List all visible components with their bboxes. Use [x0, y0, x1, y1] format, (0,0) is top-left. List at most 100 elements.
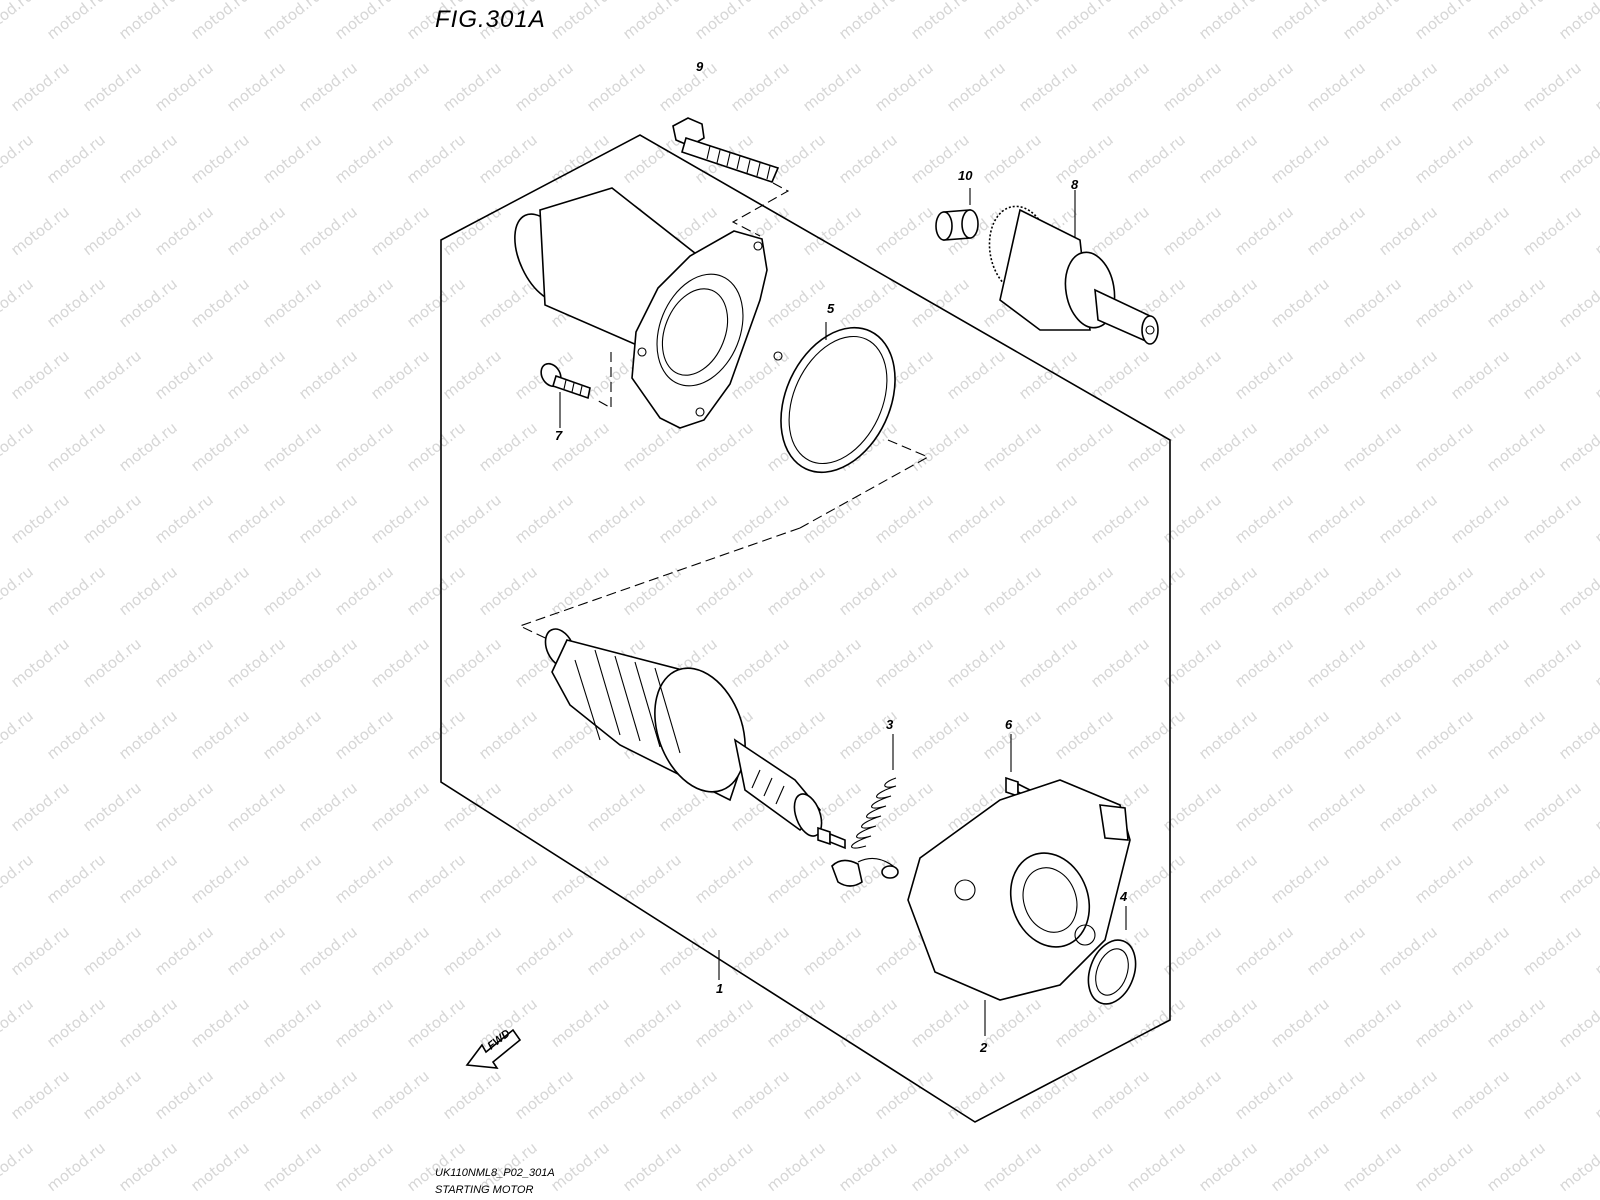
watermark-text: motod.ru — [943, 59, 1008, 116]
callout-1: 1 — [716, 981, 723, 996]
watermark-text: motod.ru — [1555, 563, 1600, 620]
watermark-text: motod.ru — [115, 0, 180, 43]
watermark-text: motod.ru — [295, 347, 360, 404]
watermark-text: motod.ru — [1159, 1067, 1224, 1124]
watermark-text: motod.ru — [295, 1067, 360, 1124]
flange-bolt — [672, 117, 780, 183]
watermark-text: motod.ru — [151, 1067, 216, 1124]
watermark-text: motod.ru — [1483, 563, 1548, 620]
watermark-text: motod.ru — [403, 563, 468, 620]
watermark-text: motod.ru — [115, 563, 180, 620]
watermark-text: motod.ru — [1483, 0, 1548, 43]
watermark-text: motod.ru — [799, 1067, 864, 1124]
leader-lines — [518, 182, 930, 646]
watermark-text: motod.ru — [187, 851, 252, 908]
watermark-text: motod.ru — [79, 59, 144, 116]
watermark-text: motod.ru — [223, 59, 288, 116]
watermark-text: motod.ru — [1267, 0, 1332, 43]
watermark-text: motod.ru — [1447, 635, 1512, 692]
watermark-text: motod.ru — [1375, 635, 1440, 692]
watermark-text: motod.ru — [1195, 563, 1260, 620]
watermark-text: motod.ru — [1195, 707, 1260, 764]
watermark-text: motod.ru — [1519, 59, 1584, 116]
watermark-text: motod.ru — [331, 563, 396, 620]
watermark-text: motod.ru — [1519, 347, 1584, 404]
watermark-text: motod.ru — [1339, 851, 1404, 908]
watermark-text: motod.ru — [907, 707, 972, 764]
watermark-text: motod.ru — [1159, 59, 1224, 116]
watermark-text: motod.ru — [187, 707, 252, 764]
watermark-text: motod.ru — [655, 491, 720, 548]
watermark-text: motod.ru — [1087, 635, 1152, 692]
watermark-text: motod.ru — [655, 1067, 720, 1124]
watermark-text: motod.ru — [1411, 995, 1476, 1052]
watermark-text: motod.ru — [763, 851, 828, 908]
watermark-text: motod.ru — [187, 995, 252, 1052]
watermark-text: motod.ru — [835, 707, 900, 764]
watermark-text: motod.ru — [1591, 635, 1600, 692]
watermark-text: motod.ru — [43, 419, 108, 476]
watermark-text: motod.ru — [403, 851, 468, 908]
callout-7: 7 — [555, 428, 563, 443]
watermark-text: motod.ru — [439, 347, 504, 404]
watermark-text: motod.ru — [295, 59, 360, 116]
watermark-text: motod.ru — [331, 1139, 396, 1196]
watermark-text: motod.ru — [1411, 275, 1476, 332]
watermark-text: motod.ru — [691, 851, 756, 908]
watermark-text: motod.ru — [1411, 851, 1476, 908]
watermark-text: motod.ru — [763, 563, 828, 620]
watermark-text: motod.ru — [835, 1139, 900, 1196]
watermark-text: motod.ru — [619, 851, 684, 908]
watermark-text: motod.ru — [259, 995, 324, 1052]
watermark-text: motod.ru — [1195, 995, 1260, 1052]
o-ring-large — [780, 322, 896, 474]
watermark-text: motod.ru — [403, 419, 468, 476]
watermark-text: motod.ru — [0, 0, 37, 43]
watermark-text: motod.ru — [1591, 1067, 1600, 1124]
watermark-text: motod.ru — [151, 491, 216, 548]
watermark-text: motod.ru — [1375, 347, 1440, 404]
watermark-text: motod.ru — [1519, 923, 1584, 980]
watermark-text: motod.ru — [1555, 0, 1600, 43]
watermark-text: motod.ru — [115, 419, 180, 476]
watermark-text: motod.ru — [151, 203, 216, 260]
watermark-text: motod.ru — [151, 635, 216, 692]
watermark-text: motod.ru — [511, 779, 576, 836]
watermark-text: motod.ru — [1267, 563, 1332, 620]
watermark-text: motod.ru — [115, 707, 180, 764]
watermark-text: motod.ru — [1195, 419, 1260, 476]
motor-yoke — [514, 187, 783, 429]
watermark-text: motod.ru — [1015, 59, 1080, 116]
watermark-text: motod.ru — [403, 707, 468, 764]
watermark-text: motod.ru — [1447, 923, 1512, 980]
watermark-text: motod.ru — [835, 131, 900, 188]
watermark-text: motod.ru — [1555, 131, 1600, 188]
watermark-text: motod.ru — [1483, 1139, 1548, 1196]
watermark-text: motod.ru — [1555, 275, 1600, 332]
watermark-text: motod.ru — [43, 563, 108, 620]
watermark-text: motod.ru — [259, 419, 324, 476]
watermark-text: motod.ru — [43, 851, 108, 908]
watermark-text: motod.ru — [1447, 779, 1512, 836]
watermark-text: motod.ru — [43, 707, 108, 764]
watermark-text: motod.ru — [475, 131, 540, 188]
watermark-text: motod.ru — [367, 923, 432, 980]
watermark-text: motod.ru — [295, 923, 360, 980]
watermark-text: motod.ru — [1015, 347, 1080, 404]
watermark-text: motod.ru — [1087, 1067, 1152, 1124]
watermark-text: motod.ru — [43, 1139, 108, 1196]
watermark-text: motod.ru — [1159, 635, 1224, 692]
watermark-text: motod.ru — [511, 491, 576, 548]
watermark-text: motod.ru — [1375, 491, 1440, 548]
watermark-text: motod.ru — [475, 707, 540, 764]
watermark-text: motod.ru — [727, 59, 792, 116]
watermark-text: motod.ru — [1051, 131, 1116, 188]
watermark-text: motod.ru — [259, 131, 324, 188]
callout-4: 4 — [1119, 889, 1128, 904]
watermark-text: motod.ru — [439, 923, 504, 980]
watermark-text: motod.ru — [907, 275, 972, 332]
watermark-text: motod.ru — [619, 131, 684, 188]
watermark-text: motod.ru — [1339, 1139, 1404, 1196]
watermark-text: motod.ru — [1051, 1139, 1116, 1196]
